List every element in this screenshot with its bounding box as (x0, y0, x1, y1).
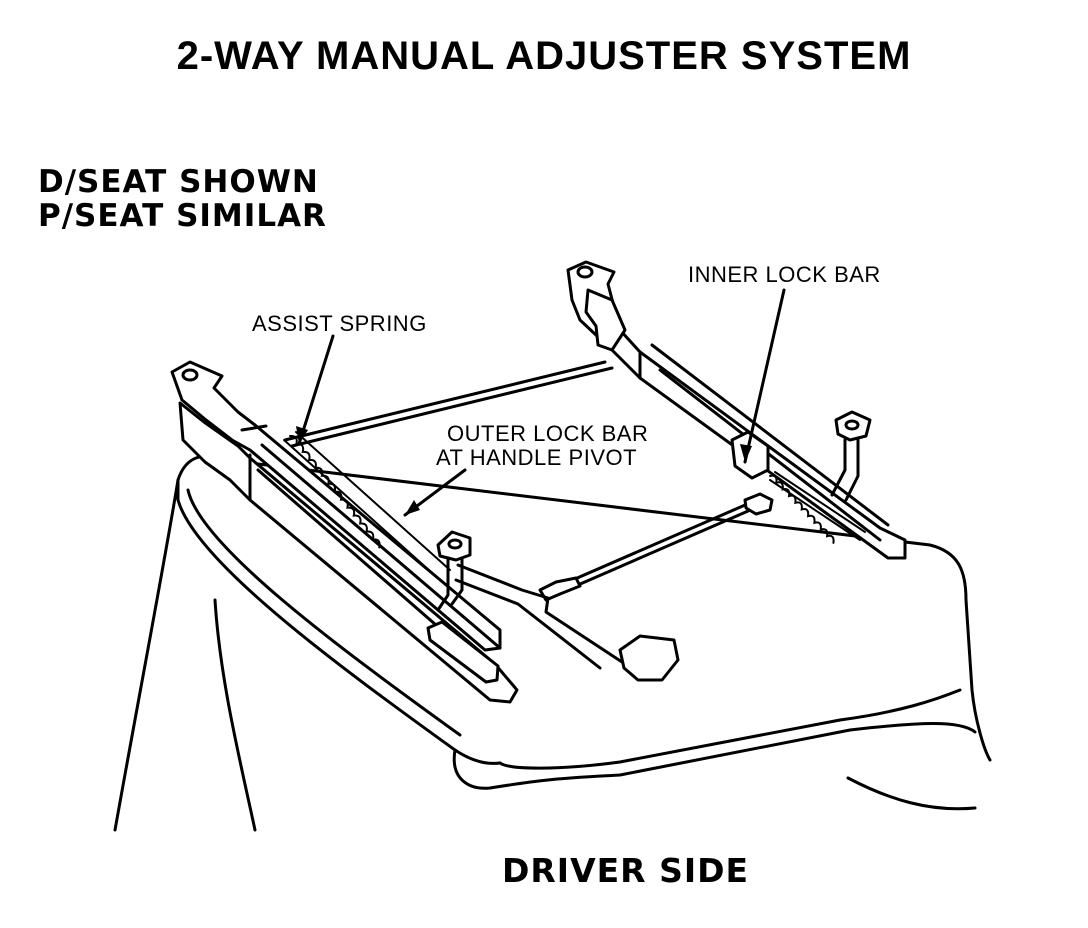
inner-lock-bar-arrowhead (740, 444, 752, 462)
footer-driver-side: DRIVER SIDE (502, 851, 750, 890)
adjuster-cable (538, 492, 774, 602)
cross-link-rod (283, 360, 614, 448)
assist-spring-arrowhead (296, 426, 308, 444)
diagram-title: 2-WAY MANUAL ADJUSTER SYSTEM (176, 34, 912, 78)
label-inner-lock-bar: INNER LOCK BAR (688, 262, 881, 287)
inner-lock-bar (730, 430, 866, 544)
note-driver-seat-shown: D/SEAT SHOWN (38, 164, 319, 200)
label-outer-lock-bar: OUTER LOCK BAR (447, 421, 649, 446)
release-handle (454, 563, 680, 682)
outer-track-mount (436, 530, 472, 612)
outer-seat-track (170, 360, 519, 704)
assist-spring (283, 431, 451, 581)
note-passenger-seat-similar: P/SEAT SIMILAR (38, 198, 327, 234)
outer-lock-bar-arrowhead (405, 500, 420, 515)
inner-seat-track (566, 260, 907, 560)
label-assist-spring: ASSIST SPRING (252, 311, 427, 336)
leader-lines (296, 288, 786, 517)
label-handle-pivot: AT HANDLE PIVOT (436, 445, 638, 470)
